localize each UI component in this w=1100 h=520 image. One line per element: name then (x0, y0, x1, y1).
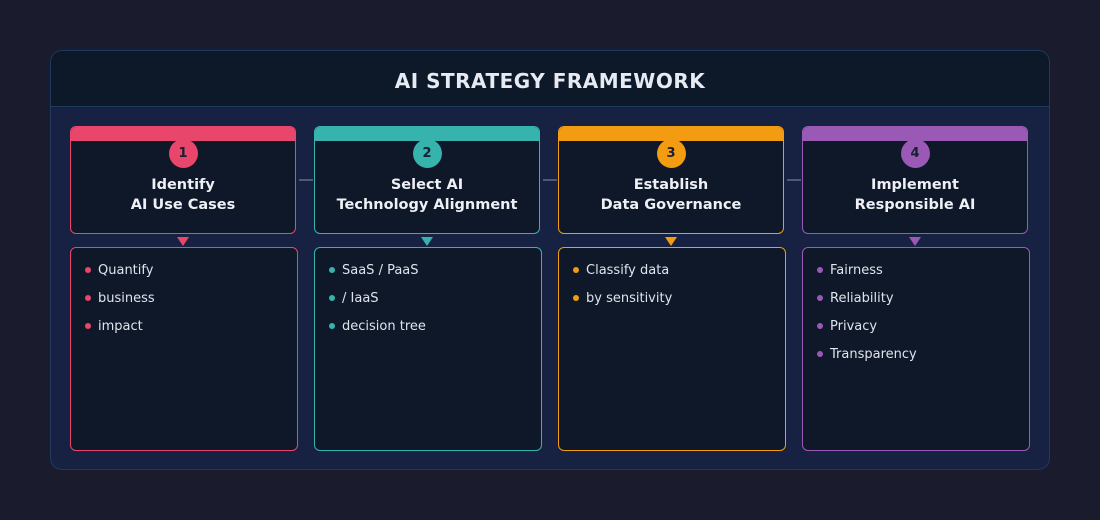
framework-container: AI STRATEGY FRAMEWORK 1 Identify AI Use … (50, 50, 1050, 470)
list-item: by sensitivity (573, 290, 785, 318)
step-title-line: Responsible AI (854, 197, 976, 213)
list-item: / IaaS (329, 290, 541, 318)
bullet-dot-icon (329, 295, 335, 301)
step-color-strip (559, 127, 783, 141)
list-item: Quantify (85, 262, 297, 290)
step-number-badge: 4 (900, 139, 930, 168)
bullet-dot-icon (817, 267, 823, 273)
bullet-dot-icon (573, 295, 579, 301)
down-arrow-icon (909, 237, 921, 246)
step-title-line: Identify (151, 177, 215, 193)
list-item-text: / IaaS (342, 291, 379, 306)
down-arrow-icon (665, 237, 677, 246)
down-arrow-icon (421, 237, 433, 246)
list-item-text: Privacy (830, 319, 878, 334)
step-card-1: 1 Identify AI Use Cases (70, 126, 296, 234)
list-item-text: impact (98, 319, 143, 334)
step-color-strip (803, 127, 1027, 141)
step-detail-panel-1: Quantify business impact (70, 247, 298, 451)
bullet-dot-icon (817, 295, 823, 301)
step-color-strip (315, 127, 539, 141)
connector-line (787, 179, 801, 181)
list-item-text: by sensitivity (586, 291, 673, 306)
list-item-text: SaaS / PaaS (342, 263, 419, 278)
list-item-text: Quantify (98, 263, 154, 278)
list-item: Privacy (817, 318, 1029, 346)
step-title-line: Implement (871, 177, 959, 193)
bullet-dot-icon (817, 323, 823, 329)
step-detail-panel-3: Classify data by sensitivity (558, 247, 786, 451)
list-item: Fairness (817, 262, 1029, 290)
bullet-dot-icon (817, 351, 823, 357)
connector-line (543, 179, 557, 181)
list-item: Transparency (817, 346, 1029, 374)
step-title: Select AI Technology Alignment (315, 175, 539, 215)
list-item-text: Fairness (830, 263, 883, 278)
step-number-badge: 3 (656, 139, 686, 168)
step-title-line: Establish (633, 177, 709, 193)
bullet-dot-icon (329, 323, 335, 329)
bullet-dot-icon (329, 267, 335, 273)
bullet-list: Classify data by sensitivity (559, 248, 785, 318)
list-item: Classify data (573, 262, 785, 290)
step-title-line: Data Governance (600, 197, 742, 213)
step-title: Identify AI Use Cases (71, 175, 295, 215)
list-item: Reliability (817, 290, 1029, 318)
step-title-line: AI Use Cases (130, 197, 236, 213)
list-item: impact (85, 318, 297, 346)
step-color-strip (71, 127, 295, 141)
step-card-2: 2 Select AI Technology Alignment (314, 126, 540, 234)
step-detail-panel-2: SaaS / PaaS / IaaS decision tree (314, 247, 542, 451)
down-arrow-icon (177, 237, 189, 246)
bullet-dot-icon (85, 295, 91, 301)
step-card-4: 4 Implement Responsible AI (802, 126, 1028, 234)
step-number-badge: 2 (412, 139, 442, 168)
step-title-line: Select AI (390, 177, 464, 193)
list-item: decision tree (329, 318, 541, 346)
step-detail-panel-4: Fairness Reliability Privacy Transparenc… (802, 247, 1030, 451)
bullet-list: Quantify business impact (71, 248, 297, 346)
list-item-text: Transparency (830, 347, 917, 362)
bullet-dot-icon (573, 267, 579, 273)
step-card-3: 3 Establish Data Governance (558, 126, 784, 234)
list-item-text: business (98, 291, 155, 306)
list-item: business (85, 290, 297, 318)
bullet-dot-icon (85, 267, 91, 273)
step-title: Establish Data Governance (559, 175, 783, 215)
bullet-list: SaaS / PaaS / IaaS decision tree (315, 248, 541, 346)
step-title: Implement Responsible AI (803, 175, 1027, 215)
list-item-text: Reliability (830, 291, 894, 306)
step-title-line: Technology Alignment (336, 197, 518, 213)
step-number-badge: 1 (168, 139, 198, 168)
page-title: AI STRATEGY FRAMEWORK (394, 69, 706, 93)
list-item: SaaS / PaaS (329, 262, 541, 290)
title-bar (51, 51, 1049, 107)
bullet-dot-icon (85, 323, 91, 329)
connector-line (299, 179, 313, 181)
bullet-list: Fairness Reliability Privacy Transparenc… (803, 248, 1029, 374)
list-item-text: Classify data (586, 263, 670, 278)
list-item-text: decision tree (342, 319, 426, 334)
